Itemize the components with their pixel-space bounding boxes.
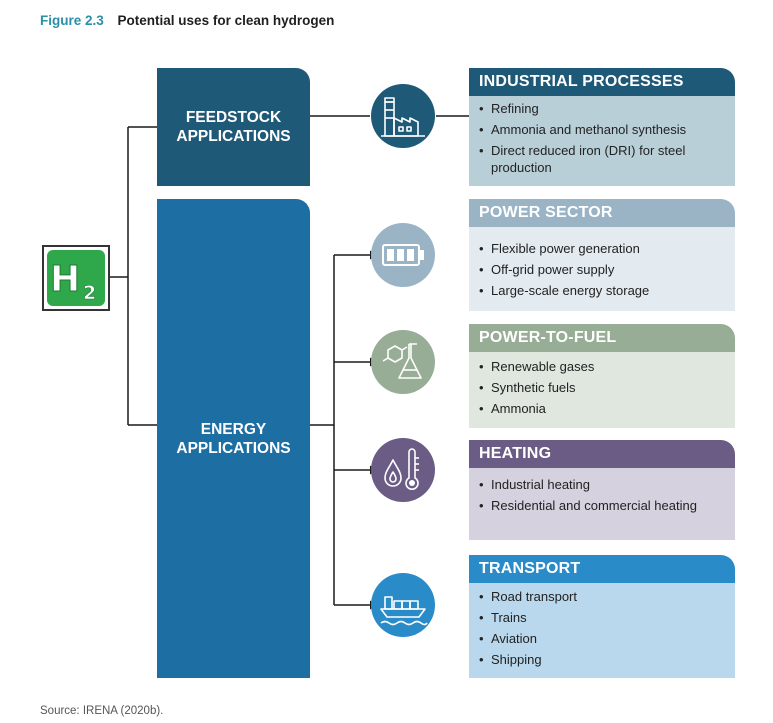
list-item: Aviation — [479, 631, 725, 648]
hydrogen-icon: H 2 — [47, 250, 105, 306]
panel-transport: TRANSPORT Road transport Trains Aviation… — [469, 555, 735, 678]
list-item: Refining — [479, 101, 725, 118]
feedstock-applications-box: FEEDSTOCK APPLICATIONS — [157, 68, 310, 186]
list-item: Large-scale energy storage — [479, 283, 725, 300]
panel-list: Industrial heating Residential and comme… — [469, 468, 735, 515]
fuel-icon-circle — [371, 330, 435, 394]
list-item: Residential and commercial heating — [479, 498, 725, 515]
panel-list: Renewable gases Synthetic fuels Ammonia — [469, 352, 735, 418]
hydrogen-hub: H 2 — [42, 245, 110, 311]
source-note: Source: IRENA (2020b). — [40, 705, 164, 717]
panel-title: TRANSPORT — [469, 555, 735, 583]
panel-title: POWER-TO-FUEL — [469, 324, 735, 352]
list-item: Direct reduced iron (DRI) for steel prod… — [479, 143, 725, 176]
category-label-line2: APPLICATIONS — [176, 439, 291, 457]
hydrogen-subscript: 2 — [83, 282, 96, 304]
category-label-line1: FEEDSTOCK — [185, 109, 282, 126]
list-item: Ammonia and methanol synthesis — [479, 122, 725, 139]
energy-applications-box: ENERGY APPLICATIONS — [157, 199, 310, 678]
cargo-ship-icon — [380, 596, 428, 626]
flame-thermometer-icon — [384, 448, 419, 490]
panel-heating: HEATING Industrial heating Residential a… — [469, 440, 735, 540]
list-item: Off-grid power supply — [479, 262, 725, 279]
category-label-line1: ENERGY — [200, 420, 267, 438]
figure-title: Potential uses for clean hydrogen — [117, 13, 335, 28]
panel-power-to-fuel: POWER-TO-FUEL Renewable gases Synthetic … — [469, 324, 735, 428]
list-item: Synthetic fuels — [479, 380, 725, 397]
battery-icon — [382, 244, 424, 266]
list-item: Renewable gases — [479, 359, 725, 376]
panel-title: HEATING — [469, 440, 735, 468]
panel-title: INDUSTRIAL PROCESSES — [469, 68, 735, 96]
list-item: Shipping — [479, 652, 725, 669]
heating-icon-circle — [371, 438, 435, 502]
factory-icon — [381, 97, 425, 137]
panel-list: Flexible power generation Off-grid power… — [469, 227, 735, 300]
figure-number: Figure 2.3 — [40, 13, 104, 28]
industrial-icon-circle — [371, 84, 435, 148]
chemistry-flask-icon — [382, 343, 422, 379]
list-item: Road transport — [479, 589, 725, 606]
power-icon-circle — [371, 223, 435, 287]
list-item: Flexible power generation — [479, 241, 725, 258]
list-item: Trains — [479, 610, 725, 627]
list-item: Ammonia — [479, 401, 725, 418]
panel-list: Refining Ammonia and methanol synthesis … — [469, 96, 735, 176]
panel-industrial-processes: INDUSTRIAL PROCESSES Refining Ammonia an… — [469, 68, 735, 186]
list-item: Industrial heating — [479, 477, 725, 494]
panel-title: POWER SECTOR — [469, 199, 735, 227]
transport-icon-circle — [371, 573, 435, 637]
hydrogen-symbol: H — [50, 259, 80, 300]
panel-power-sector: POWER SECTOR Flexible power generation O… — [469, 199, 735, 311]
category-label-line2: APPLICATIONS — [176, 128, 291, 145]
figure-caption: Figure 2.3 Potential uses for clean hydr… — [40, 13, 334, 28]
panel-list: Road transport Trains Aviation Shipping — [469, 583, 735, 669]
